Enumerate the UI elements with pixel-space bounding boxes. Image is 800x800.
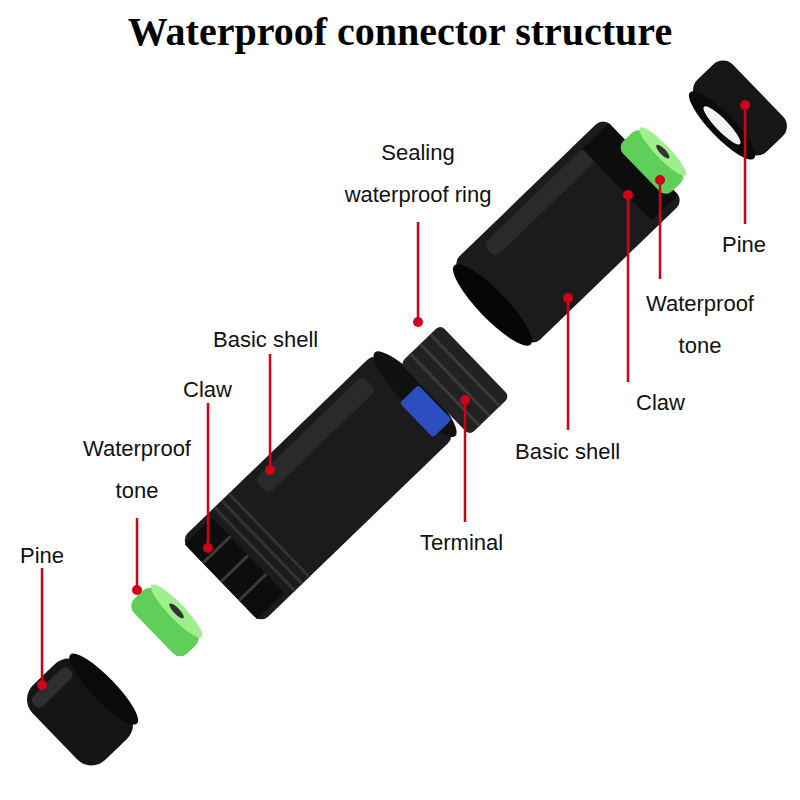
leader-line (269, 354, 272, 470)
shell-claws (185, 518, 285, 619)
seal-face (635, 123, 691, 180)
part-label: Claw (183, 369, 232, 411)
leader-dot (203, 543, 213, 553)
leader-dot (413, 317, 423, 327)
cap-face (681, 84, 762, 167)
seal-face (146, 579, 208, 642)
diagram-title: Waterproof connector structure (128, 8, 672, 56)
cap-hole (700, 102, 745, 148)
claw-gap (239, 574, 266, 600)
leader-line (417, 222, 420, 322)
leader-dot (132, 585, 142, 595)
thread-rib (222, 500, 303, 583)
seal-hole (167, 602, 185, 621)
part-label: Terminal (420, 522, 503, 564)
part-label: Waterproof tone (635, 283, 765, 367)
thread-rib (229, 494, 310, 577)
terminal-nut (400, 325, 510, 436)
part-label: Sealing waterproof ring (333, 132, 503, 216)
part-label: Claw (636, 382, 685, 424)
nut-thread (420, 344, 489, 416)
part-label: Pine (20, 535, 64, 577)
shell-opening (444, 256, 541, 355)
leader-line (567, 298, 570, 430)
part-label: Pine (722, 224, 766, 266)
leader-dot (623, 190, 633, 200)
leader-dot (563, 293, 573, 303)
part-label: Waterproof tone (72, 428, 202, 512)
cap-face (62, 646, 146, 732)
nut-thread (430, 334, 499, 406)
shell-highlight (483, 147, 596, 257)
part-label: Basic shell (515, 431, 620, 473)
cap-highlight (29, 665, 75, 710)
leader-dot (37, 680, 47, 690)
leader-group (42, 105, 745, 685)
end-cap (679, 55, 793, 170)
shell-highlight (254, 376, 376, 495)
leader-line (464, 400, 467, 522)
leader-line (207, 403, 210, 548)
end-cap (19, 643, 149, 773)
leader-line (744, 105, 747, 224)
leader-dot (740, 100, 750, 110)
leader-line (627, 195, 630, 382)
leader-line (659, 180, 662, 279)
green-seal (617, 122, 692, 198)
seal-hole (654, 143, 671, 160)
part-label: Basic shell (213, 319, 318, 361)
leader-dots (37, 100, 750, 690)
leader-line (136, 518, 139, 590)
green-seal (127, 578, 209, 660)
claw-gap (221, 555, 248, 581)
leader-line (41, 568, 44, 685)
leader-dot (265, 465, 275, 475)
nut-thread (410, 354, 479, 426)
leader-dot (460, 395, 470, 405)
leader-dot (655, 175, 665, 185)
nut-body (400, 325, 510, 436)
shell-body (181, 352, 456, 623)
